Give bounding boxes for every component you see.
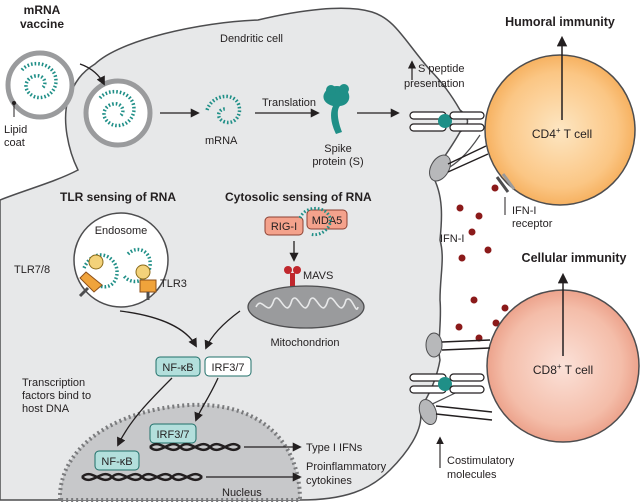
mitochondrion-label: Mitochondrion [270, 337, 339, 349]
nfkb-box [155, 356, 201, 377]
mrna-strand [205, 94, 242, 125]
cd4-t-cell [484, 54, 636, 206]
ifn-receptor-label-line2: receptor [512, 218, 553, 230]
tf-desc-line2: factors bind to [22, 390, 91, 402]
nucleus [57, 402, 303, 502]
s-peptide-line1: S peptide [418, 63, 464, 75]
costim-pair-lower [418, 398, 493, 426]
spike-protein [323, 84, 350, 134]
lipid-nanoparticle-2 [83, 78, 153, 148]
s-peptide-line2: presentation [404, 78, 465, 90]
rig-i-label: RIG-I [271, 221, 297, 233]
cytosolic-heading: Cytosolic sensing of RNA [225, 190, 372, 204]
translation-label: Translation [262, 97, 316, 109]
costim-pair-upper [429, 145, 489, 182]
dna-upper-b [149, 442, 241, 452]
dna-lower-b [81, 472, 203, 482]
irf-label: IRF3/7 [211, 362, 244, 374]
tf-to-nucleus-left [117, 377, 173, 447]
tlr78-receptor [78, 254, 104, 298]
costim-label-line2: molecules [447, 469, 497, 481]
tf-to-nucleus-right [194, 377, 219, 422]
vaccine-title-line2: vaccine [20, 17, 64, 31]
endosome-label: Endosome [95, 225, 148, 237]
irf-box [204, 356, 252, 377]
mrna-label: mRNA [205, 135, 238, 147]
mda5-label: MDA5 [312, 215, 343, 227]
nfkb-label: NF-κB [162, 362, 193, 374]
rig-i-box [264, 216, 304, 236]
proinflammatory-label-line1: Proinflammatory [306, 461, 387, 473]
lipid-label-line1: Lipid [4, 124, 27, 136]
nucleus-irf-label: IRF3/7 [156, 429, 189, 441]
nucleus-label: Nucleus [222, 487, 262, 499]
type1-ifn-label: Type I IFNs [306, 442, 363, 454]
spike-label-line2: protein (S) [312, 156, 363, 168]
proinflammatory-label-line2: cytokines [306, 475, 352, 487]
ifn-molecules [455, 184, 509, 342]
spike-label-line1: Spike [324, 143, 352, 155]
vaccine-title-line1: mRNA [24, 3, 61, 17]
ifn-label: IFN-I [440, 233, 464, 245]
mitochondrion [247, 285, 365, 329]
lipid-label-line2: coat [4, 137, 25, 149]
nucleus-nfkb-label: NF-κB [101, 456, 132, 468]
tlr3-label: TLR3 [160, 278, 187, 290]
costim-label-line1: Costimulatory [447, 455, 515, 467]
mhc-tcr-complex-cd8 [409, 373, 485, 394]
tf-desc-line3: host DNA [22, 403, 70, 415]
mavs-label: MAVS [303, 270, 333, 282]
tlr-pathway-arrow [119, 310, 197, 348]
tf-desc-line1: Transcription [22, 377, 85, 389]
endosome-rna-1 [82, 253, 119, 289]
mda5-box [306, 209, 348, 230]
mavs-pathway-arrow [204, 310, 241, 350]
mhc-tcr-complex-cd4 [409, 111, 485, 132]
mavs-protein [284, 266, 301, 287]
nucleus-nfkb-box [94, 450, 140, 471]
ifn-receptor-label-line1: IFN-I [512, 205, 536, 217]
lipid-nanoparticle-1 [5, 50, 75, 120]
cd4-t-cell-label: CD4+ T cell [532, 126, 592, 141]
ifn-receptor [495, 173, 516, 193]
tlr78-label: TLR7/8 [14, 264, 50, 276]
costim-pair-middle [425, 332, 491, 358]
uptake-arrow [79, 63, 105, 86]
tlr-heading: TLR sensing of RNA [60, 190, 176, 204]
cd8-t-cell-label: CD8+ T cell [533, 362, 593, 377]
dendritic-cell-label: Dendritic cell [220, 33, 283, 45]
tlr3-receptor [135, 264, 157, 300]
humoral-immunity-label: Humoral immunity [505, 15, 615, 29]
cytosolic-rna [298, 207, 332, 237]
cellular-immunity-label: Cellular immunity [522, 251, 627, 265]
